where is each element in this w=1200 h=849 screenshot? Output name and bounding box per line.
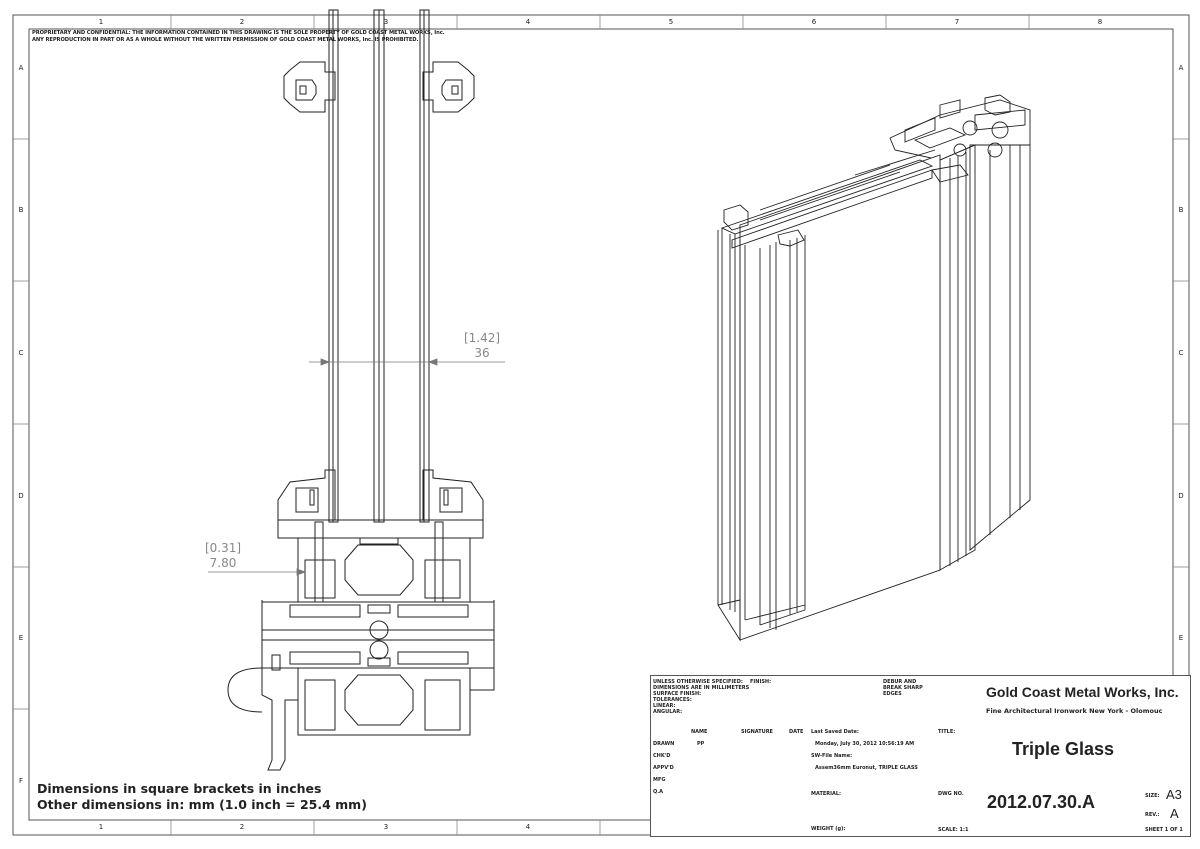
zone-row-a: A	[18, 64, 24, 72]
zone-row-b: B	[18, 206, 24, 214]
debur-line-3: EDGES	[883, 691, 902, 697]
dimensions-unit-line: DIMENSIONS ARE IN MILLIMETERS	[653, 685, 750, 691]
zone-row-d: D	[18, 492, 24, 500]
dimension-offset-inch: [0.31]	[204, 541, 242, 555]
zone-col-6: 6	[811, 18, 817, 26]
title-block: UNLESS OTHERWISE SPECIFIED: DIMENSIONS A…	[650, 675, 1191, 837]
units-note-line-1: Dimensions in square brackets in inches	[37, 781, 322, 796]
proprietary-notice: PROPRIETARY AND CONFIDENTIAL: THE INFORM…	[32, 30, 462, 44]
zone-col-5: 5	[668, 18, 674, 26]
row-mfg: MFG	[653, 777, 666, 783]
weight-label: WEIGHT (g):	[811, 826, 846, 832]
drawing-number: 2012.07.30.A	[986, 792, 1096, 812]
dimension-glass-mm: 36	[474, 346, 490, 360]
material-label: MATERIAL:	[811, 791, 842, 797]
proprietary-line-1: PROPRIETARY AND CONFIDENTIAL: THE INFORM…	[32, 30, 445, 36]
size-label: SIZE:	[1145, 793, 1160, 799]
debur-line-1: DEBUR AND	[883, 679, 917, 685]
row-qa: Q.A	[653, 789, 664, 795]
linear-line: LINEAR:	[653, 703, 676, 709]
sw-file-label: SW-File Name:	[811, 753, 853, 759]
zone-col-1-bottom: 1	[98, 823, 104, 831]
zone-row-c-right: C	[1178, 349, 1184, 357]
debur-line-2: BREAK SHARP	[883, 685, 923, 691]
drawn-name: PP	[697, 741, 705, 747]
tolerances-line: TOLERANCES:	[653, 697, 692, 703]
zone-row-e-right: E	[1178, 634, 1184, 642]
row-checked: CHK'D	[653, 753, 671, 759]
finish-label: FINISH:	[750, 679, 772, 685]
row-drawn: DRAWN	[653, 741, 675, 747]
unless-line: UNLESS OTHERWISE SPECIFIED:	[653, 679, 743, 685]
zone-row-b-right: B	[1178, 206, 1184, 214]
sheet-label: SHEET 1 OF 1	[1145, 827, 1183, 833]
zone-col-3-bottom: 3	[383, 823, 389, 831]
zone-col-4: 4	[525, 18, 531, 26]
isometric-view	[717, 94, 1031, 642]
surface-finish-line: SURFACE FINISH:	[653, 691, 702, 697]
zone-col-2: 2	[239, 18, 245, 26]
rev-value: A	[1170, 806, 1179, 821]
drawing-title: Triple Glass	[1011, 739, 1115, 759]
last-saved-label: Last Saved Date:	[811, 729, 859, 735]
size-value: A3	[1166, 787, 1182, 802]
zone-col-1: 1	[98, 18, 104, 26]
col-signature-header: SIGNATURE	[741, 729, 773, 735]
zone-col-3: 3	[383, 18, 389, 26]
zone-col-7: 7	[954, 18, 960, 26]
scale-label: SCALE: 1:1	[938, 827, 969, 833]
proprietary-line-2: ANY REPRODUCTION IN PART OR AS A WHOLE W…	[32, 37, 419, 43]
dimension-offset-mm: 7.80	[209, 556, 237, 570]
tolerances-block: UNLESS OTHERWISE SPECIFIED: DIMENSIONS A…	[653, 679, 749, 715]
zone-col-4-bottom: 4	[525, 823, 531, 831]
last-saved-value: Monday, July 30, 2012 10:56:19 AM	[815, 741, 915, 747]
col-name-header: NAME	[691, 729, 708, 735]
company-tagline: Fine Architectural Ironwork New York - O…	[986, 707, 1163, 715]
zone-row-a-right: A	[1178, 64, 1184, 72]
title-label: TITLE:	[938, 729, 956, 735]
zone-col-8: 8	[1097, 18, 1103, 26]
zone-row-c: C	[18, 349, 24, 357]
rev-label: REV.:	[1145, 812, 1160, 818]
company-name: Gold Coast Metal Works, Inc.	[986, 684, 1179, 700]
row-approved: APPV'D	[653, 765, 674, 771]
dimension-glass-inch: [1.42]	[463, 331, 501, 345]
zone-row-f: F	[18, 777, 24, 785]
zone-row-d-right: D	[1178, 492, 1184, 500]
section-view	[227, 9, 495, 771]
units-note-line-2: Other dimensions in: mm (1.0 inch = 25.4…	[37, 797, 367, 812]
dwg-no-label: DWG NO.	[938, 791, 964, 797]
zone-col-2-bottom: 2	[239, 823, 245, 831]
debur-note: DEBUR AND BREAK SHARP EDGES	[883, 679, 923, 697]
sw-file-value: Assem36mm Euronut, TRIPLE GLASS	[815, 765, 918, 771]
zone-row-e: E	[18, 634, 24, 642]
angular-line: ANGULAR:	[653, 709, 683, 715]
units-note: Dimensions in square brackets in inches …	[37, 781, 367, 813]
col-date-header: DATE	[789, 729, 804, 735]
